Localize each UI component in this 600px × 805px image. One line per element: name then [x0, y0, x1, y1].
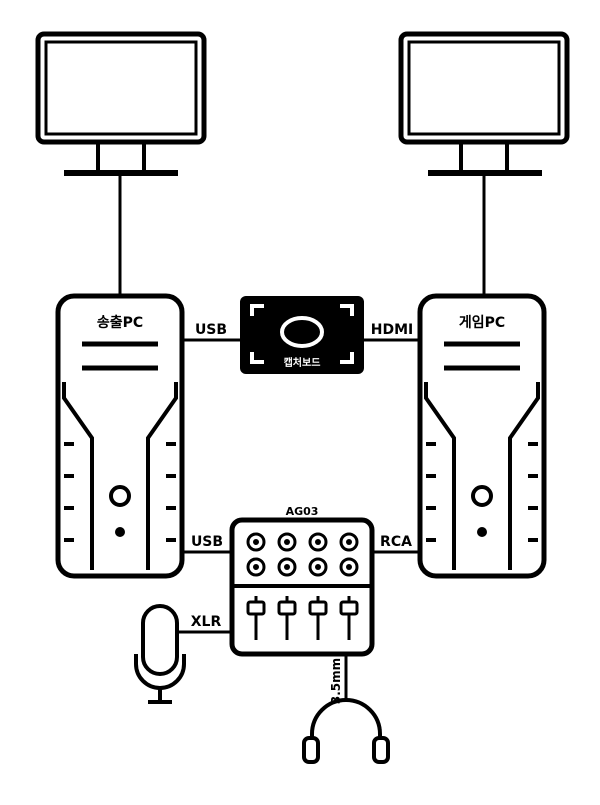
pc-tower-icon [417, 293, 547, 579]
xlr-label: XLR [191, 614, 222, 630]
headphone-jack-label: 3.5mm [329, 658, 343, 704]
usb-capture-label: USB [195, 322, 227, 338]
microphone-icon [134, 604, 186, 704]
monitor-icon [35, 31, 207, 176]
audio-mixer-icon [229, 517, 375, 657]
rca-label: RCA [380, 534, 412, 550]
monitor-icon [398, 31, 570, 176]
capture-board-label: 캡처보드 [284, 356, 321, 369]
mixer-label: AG03 [286, 505, 319, 518]
usb-mixer-label: USB [191, 534, 223, 550]
headphones-icon [302, 698, 390, 764]
game-pc-label: 게임PC [459, 315, 505, 331]
capture-board-icon [240, 296, 364, 374]
connection-lines [118, 174, 486, 700]
stream-pc-label: 송출PC [97, 314, 143, 331]
pc-tower-icon [55, 293, 185, 579]
hdmi-label: HDMI [371, 322, 413, 338]
